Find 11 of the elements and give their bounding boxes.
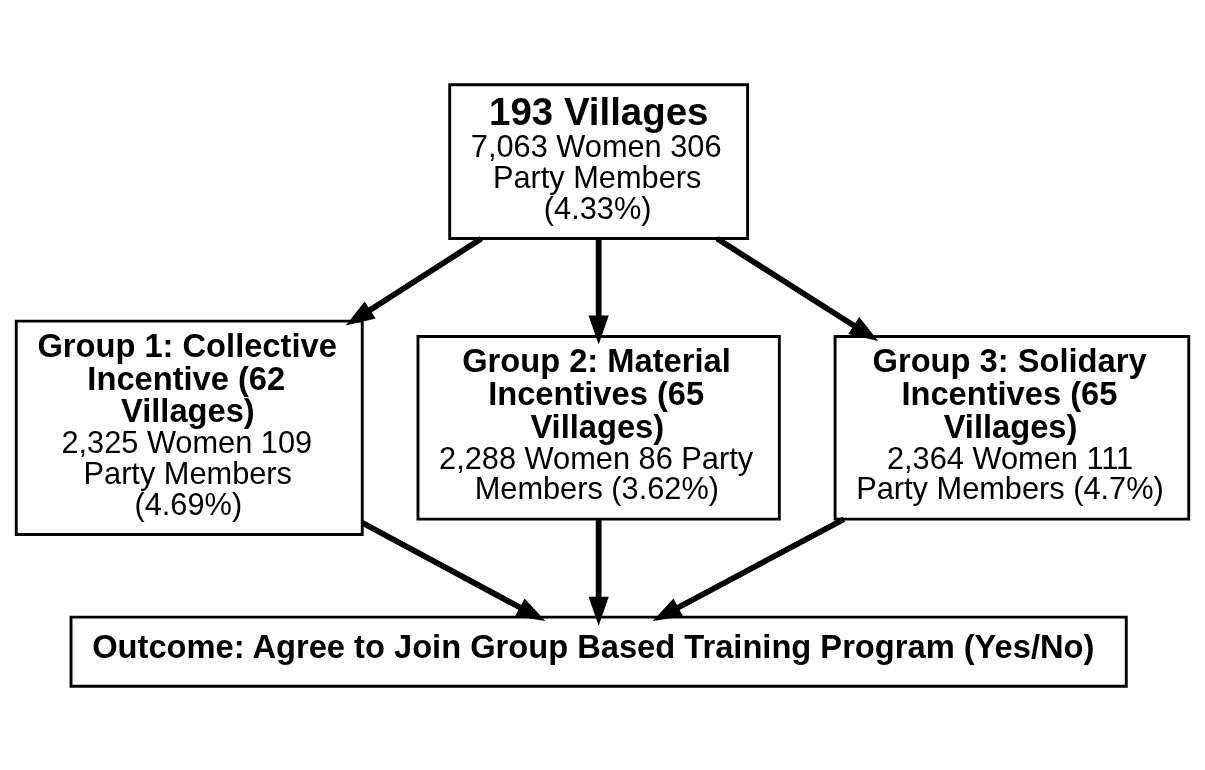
arrow	[588, 518, 609, 626]
node-box: Group 1: Collective Incentive (62 Villages) 2,325 Women 109 Party Members (4.69%)	[14, 319, 364, 536]
arrow	[345, 235, 483, 326]
node-box: 193 Villages 7,063 Women 306 Party Members (4.33%)	[448, 82, 750, 240]
arrow	[360, 519, 546, 621]
node-box: Outcome: Agree to Join Group Based Training Program (Yes/No)	[69, 615, 1128, 688]
node-box: Group 3: Solidary Incentives (65 Villages) 2,364 Women 111 Party Members (4.7%)	[833, 334, 1191, 521]
arrow	[715, 235, 879, 341]
node-box: Group 2: Material Incentives (65 Villages) 2,288 Women 86 Party Members (3.62%)	[416, 334, 781, 521]
arrow	[588, 238, 609, 345]
arrow	[652, 516, 846, 621]
